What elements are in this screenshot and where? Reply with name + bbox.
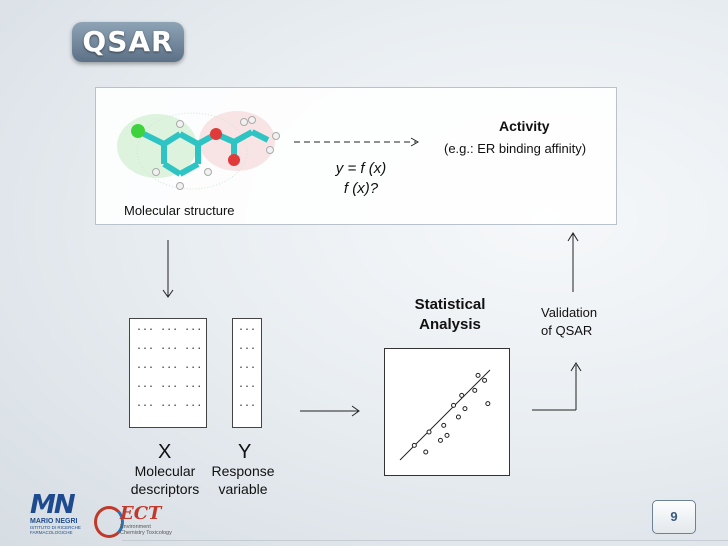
matrix-x-caption-1: Molecular bbox=[134, 463, 196, 479]
matrix-x-row: ... ... ... bbox=[136, 322, 203, 333]
descriptor-matrix-x bbox=[129, 318, 207, 428]
matrix-y-row: ... bbox=[238, 360, 257, 371]
matrix-y-row: ... bbox=[238, 341, 257, 352]
page-number: 9 bbox=[652, 500, 696, 534]
scatter-point bbox=[475, 372, 481, 378]
scatter-point bbox=[472, 387, 478, 393]
activity-title: Activity bbox=[499, 118, 550, 134]
scatter-point bbox=[451, 402, 457, 408]
molecule-label: Molecular structure bbox=[124, 203, 235, 218]
matrix-x-caption-2: descriptors bbox=[130, 481, 200, 497]
validation-label-1: Validation bbox=[541, 305, 598, 320]
right-arrow-icon bbox=[300, 405, 360, 417]
equation-line-2: f (x)? bbox=[343, 180, 379, 197]
ect-logo-mark bbox=[94, 506, 124, 538]
matrix-x-row: ... ... ... bbox=[136, 360, 203, 371]
matrix-y-row: ... bbox=[238, 379, 257, 390]
equation-line-1: y = f (x) bbox=[335, 160, 387, 177]
elbow-arrow-icon bbox=[532, 362, 582, 411]
regression-scatter-plot bbox=[384, 348, 510, 476]
scatter-point bbox=[462, 406, 468, 412]
matrix-y-caption-2: variable bbox=[218, 481, 268, 497]
up-arrow-icon bbox=[567, 232, 579, 292]
scatter-point bbox=[437, 437, 443, 443]
footer-divider bbox=[122, 540, 728, 541]
scatter-point bbox=[411, 442, 417, 448]
matrix-x-row: ... ... ... bbox=[136, 398, 203, 409]
matrix-y-letter: Y bbox=[238, 441, 252, 463]
analysis-title-1: Statistical bbox=[414, 296, 486, 313]
slide-title: QSAR bbox=[82, 25, 174, 58]
scatter-point bbox=[459, 392, 465, 398]
scatter-point bbox=[485, 401, 491, 407]
dashed-arrow-icon bbox=[294, 137, 420, 147]
matrix-x-rows: ... ... ... ... ... ... ... ... ... ... … bbox=[136, 322, 202, 417]
scatter-point bbox=[455, 414, 461, 420]
matrix-x-letter: X bbox=[158, 441, 172, 463]
matrix-y-caption-1: Response bbox=[211, 463, 275, 479]
activity-example: (e.g.: ER binding affinity) bbox=[444, 141, 587, 156]
mario-negri-logo: MN MARIO NEGRI ISTITUTO DI RICERCHE FARM… bbox=[30, 490, 81, 535]
molecule-structure-image bbox=[117, 111, 280, 190]
scatter-point bbox=[482, 377, 488, 383]
title-badge bbox=[72, 22, 184, 62]
matrix-y-row: ... bbox=[238, 398, 257, 409]
scatter-point bbox=[426, 429, 432, 435]
matrix-x-row: ... ... ... bbox=[136, 379, 203, 390]
ect-logo: ECT Environment Chemistry Toxicology bbox=[120, 503, 172, 537]
analysis-title-2: Analysis bbox=[419, 316, 481, 333]
matrix-y-rows: ... ... ... ... ... bbox=[238, 322, 256, 417]
response-matrix-y bbox=[232, 318, 262, 428]
scatter-point bbox=[444, 432, 450, 438]
matrix-y-row: ... bbox=[238, 322, 257, 333]
down-arrow-icon bbox=[162, 240, 174, 298]
matrix-x-row: ... ... ... bbox=[136, 341, 203, 352]
scatter-point bbox=[441, 422, 447, 428]
validation-label-2: of QSAR bbox=[541, 323, 593, 338]
scatter-point bbox=[423, 449, 429, 455]
